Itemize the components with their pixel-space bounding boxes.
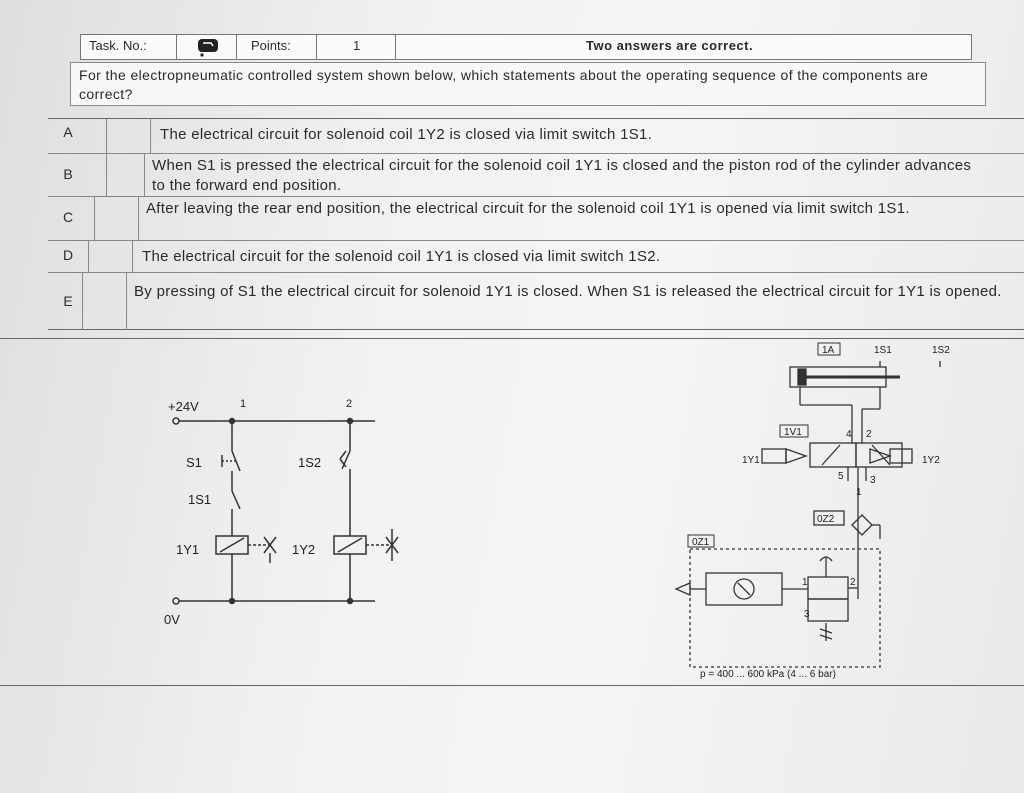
diagram-area: +24V 1 2 S1 1S1 1S2 1Y1 1Y2 0V xyxy=(0,338,1024,686)
answer-row-d[interactable]: D The electrical circuit for the solenoi… xyxy=(48,240,1024,273)
path2-label: 2 xyxy=(346,398,352,410)
limit-1s1-label: 1S1 xyxy=(874,345,892,356)
exhaust-label: 0Z2 xyxy=(817,514,835,525)
points-label: Points: xyxy=(251,38,291,53)
1y2-label: 1Y2 xyxy=(292,542,315,557)
s1-label: S1 xyxy=(186,455,202,470)
answer-row-a[interactable]: A The electrical circuit for solenoid co… xyxy=(48,119,1024,153)
supply-label: +24V xyxy=(168,399,199,414)
answer-letter: B xyxy=(63,166,73,182)
sv-port-3-label: 3 xyxy=(804,609,810,620)
task-header: Task. No.: Points: 1 Two answers are cor… xyxy=(80,34,972,60)
points-value: 1 xyxy=(353,38,361,53)
answer-letter: D xyxy=(62,247,74,263)
port-4-label: 4 xyxy=(846,429,852,440)
sv-port-1-label: 1 xyxy=(802,577,808,588)
answer-count-note: Two answers are correct. xyxy=(586,38,754,53)
answer-text: When S1 is pressed the electrical circui… xyxy=(152,157,972,194)
answer-letter: E xyxy=(63,293,73,309)
1y1-label: 1Y1 xyxy=(176,542,199,557)
task-logo-icon xyxy=(198,39,218,63)
cylinder-label: 1A xyxy=(822,345,835,356)
answer-text: The electrical circuit for solenoid coil… xyxy=(160,126,653,143)
1s2-label: 1S2 xyxy=(298,455,321,470)
answer-letter: A xyxy=(63,124,73,140)
port-5-label: 5 xyxy=(838,471,844,482)
answer-text: After leaving the rear end position, the… xyxy=(146,200,910,217)
ground-label: 0V xyxy=(164,612,180,627)
coil-right-label: 1Y2 xyxy=(922,455,940,466)
pneumatic-circuit xyxy=(674,361,941,668)
1s1-label: 1S1 xyxy=(188,492,211,507)
question-text: For the electropneumatic controlled syst… xyxy=(70,62,986,106)
limit-1s2-label: 1S2 xyxy=(932,345,950,356)
electrical-labels: +24V 1 2 S1 1S1 1S2 1Y1 1Y2 0V xyxy=(164,398,352,627)
answer-letter: C xyxy=(62,209,74,225)
port-2-label: 2 xyxy=(866,429,872,440)
answer-table: A The electrical circuit for solenoid co… xyxy=(48,118,1024,330)
answer-text: By pressing of S1 the electrical circuit… xyxy=(134,283,1002,300)
answer-row-b[interactable]: B When S1 is pressed the electrical circ… xyxy=(48,153,1024,197)
answer-row-c[interactable]: C After leaving the rear end position, t… xyxy=(48,196,1024,241)
electrical-circuit xyxy=(172,417,399,605)
answer-row-e[interactable]: E By pressing of S1 the electrical circu… xyxy=(48,272,1024,330)
path1-label: 1 xyxy=(240,398,246,410)
sv-port-2-label: 2 xyxy=(850,577,856,588)
pneumatic-labels: 1A 1S1 1S2 1V1 4 2 1Y1 1Y2 5 3 1 0Z2 0Z1… xyxy=(687,342,950,680)
port-1-label: 1 xyxy=(856,487,862,498)
coil-left-label: 1Y1 xyxy=(742,455,760,466)
valve-label: 1V1 xyxy=(784,427,802,438)
task-number-label: Task. No.: xyxy=(89,38,147,53)
port-3-label: 3 xyxy=(870,475,876,486)
circuit-diagrams: +24V 1 2 S1 1S1 1S2 1Y1 1Y2 0V xyxy=(164,342,950,680)
answer-text: The electrical circuit for the solenoid … xyxy=(142,248,661,265)
pressure-label: p = 400 ... 600 kPa (4 ... 6 bar) xyxy=(700,669,836,680)
service-unit-label: 0Z1 xyxy=(692,537,710,548)
